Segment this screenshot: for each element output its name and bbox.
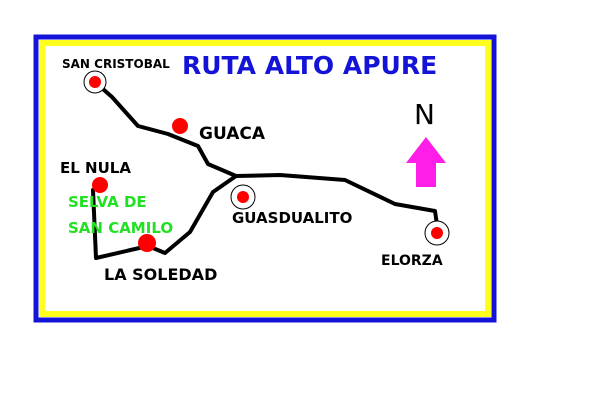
label-selva-line1: SELVA DE (68, 193, 147, 211)
city-marker-el-nula (92, 177, 108, 193)
city-marker-san-cristobal (83, 70, 107, 94)
label-san-cristobal: SAN CRISTOBAL (62, 57, 170, 71)
outer-border (33, 34, 497, 323)
north-label: N (414, 98, 435, 131)
label-el-nula: EL NULA (60, 159, 131, 177)
label-la-soledad: LA SOLEDAD (104, 265, 217, 284)
city-marker-la-soledad (138, 234, 156, 252)
inner-border (39, 40, 491, 317)
route-guasdualito-el-nula (91, 174, 238, 260)
route-san-cristobal-elorza (93, 80, 440, 234)
label-guasdualito: GUASDUALITO (232, 209, 352, 227)
label-guaca: GUACA (199, 124, 266, 144)
north-arrow-icon (406, 137, 446, 187)
map-title: RUTA ALTO APURE (182, 51, 437, 80)
city-marker-guaca (172, 118, 188, 134)
label-elorza: ELORZA (381, 253, 443, 269)
city-marker-guasdualito (230, 184, 256, 210)
label-selva-line2: SAN CAMILO (68, 219, 173, 237)
city-marker-elorza (424, 220, 450, 246)
